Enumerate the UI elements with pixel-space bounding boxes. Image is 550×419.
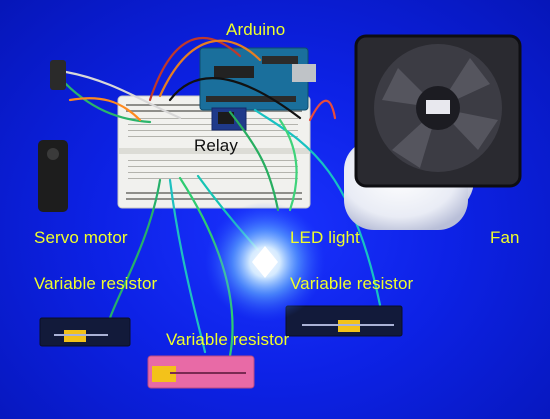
- variable-resistor-right-label: Variable resistor: [290, 274, 414, 293]
- variable-resistor-left-board: [39, 317, 131, 347]
- relay-label: Relay: [194, 136, 238, 155]
- led-light: [205, 202, 325, 322]
- variable-resistor-right-board: [285, 305, 403, 337]
- variable-resistor-bottom-board: [147, 355, 255, 389]
- fan-label: Fan: [490, 228, 520, 247]
- arduino-label: Arduino: [226, 20, 286, 39]
- relay-module: [211, 107, 247, 131]
- servo-motor-label: Servo motor: [34, 228, 128, 247]
- fan: [344, 34, 522, 230]
- variable-resistor-left-label: Variable resistor: [34, 274, 158, 293]
- arduino-board: [199, 47, 316, 111]
- servo-motor: [38, 60, 68, 212]
- variable-resistor-bottom-label: Variable resistor: [166, 330, 290, 349]
- led-light-label: LED light: [290, 228, 360, 247]
